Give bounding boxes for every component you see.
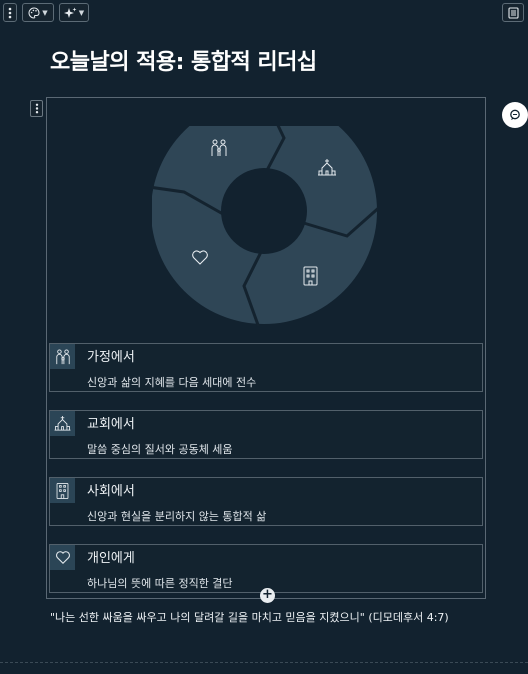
church-icon bbox=[318, 159, 336, 176]
add-block-button[interactable]: + bbox=[260, 588, 275, 603]
chevron-down-icon: ▼ bbox=[42, 8, 48, 17]
page-title: 오늘날의 적용: 통합적 리더십 bbox=[50, 50, 317, 75]
notes-button[interactable] bbox=[502, 3, 524, 22]
card-description: 말씀 중심의 질서와 공동체 세움 bbox=[87, 443, 233, 456]
ring-base bbox=[152, 126, 377, 324]
list-item: 개인에게 하나님의 뜻에 따른 정직한 결단 bbox=[49, 544, 483, 593]
card-icon-box bbox=[50, 478, 75, 503]
ring-separator bbox=[242, 245, 266, 326]
cycle-diagram bbox=[152, 126, 378, 326]
card-title: 사회에서 bbox=[87, 484, 135, 499]
chevron-down-icon: ▼ bbox=[78, 8, 85, 17]
heart-icon bbox=[192, 250, 208, 265]
card-title: 개인에게 bbox=[87, 551, 135, 566]
card-title: 교회에서 bbox=[87, 417, 135, 432]
family-icon bbox=[55, 348, 70, 364]
ai-assist-button[interactable]: ▼ bbox=[59, 3, 89, 22]
ring-separator bbox=[152, 185, 231, 220]
church-icon bbox=[54, 416, 71, 431]
more-options-button[interactable] bbox=[3, 3, 17, 22]
card-icon-box bbox=[50, 344, 75, 369]
building-icon bbox=[303, 266, 318, 286]
theme-button[interactable]: ▼ bbox=[22, 3, 54, 22]
card-description: 신앙과 현실을 분리하지 않는 통합적 삶 bbox=[87, 510, 267, 523]
heart-icon bbox=[55, 551, 70, 564]
vertical-dots-icon bbox=[8, 7, 12, 18]
card-title: 가정에서 bbox=[87, 350, 135, 365]
divider bbox=[0, 662, 528, 663]
notes-icon bbox=[507, 6, 519, 19]
comment-button[interactable] bbox=[502, 102, 528, 128]
block-handle[interactable] bbox=[30, 100, 43, 117]
palette-icon bbox=[28, 6, 40, 19]
card-description: 하나님의 뜻에 따른 정직한 결단 bbox=[87, 577, 233, 590]
sparkles-icon bbox=[63, 7, 77, 18]
ring-separator bbox=[296, 206, 378, 238]
vertical-dots-icon bbox=[35, 103, 38, 114]
ring-separator bbox=[262, 126, 286, 177]
card-icon-box bbox=[50, 411, 75, 436]
card-icon-box bbox=[50, 545, 75, 570]
building-icon bbox=[56, 482, 69, 499]
list-item: 가정에서 신앙과 삶의 지혜를 다음 세대에 전수 bbox=[49, 343, 483, 392]
scripture-quote: "나는 선한 싸움을 싸우고 나의 달려갈 길을 마치고 믿음을 지켰으니" (… bbox=[50, 611, 449, 624]
list-item: 사회에서 신앙과 현실을 분리하지 않는 통합적 삶 bbox=[49, 477, 483, 526]
comment-icon bbox=[510, 109, 520, 120]
family-icon bbox=[211, 139, 227, 156]
plus-icon: + bbox=[262, 587, 273, 602]
list-item: 교회에서 말씀 중심의 질서와 공동체 세움 bbox=[49, 410, 483, 459]
card-description: 신앙과 삶의 지혜를 다음 세대에 전수 bbox=[87, 376, 257, 389]
